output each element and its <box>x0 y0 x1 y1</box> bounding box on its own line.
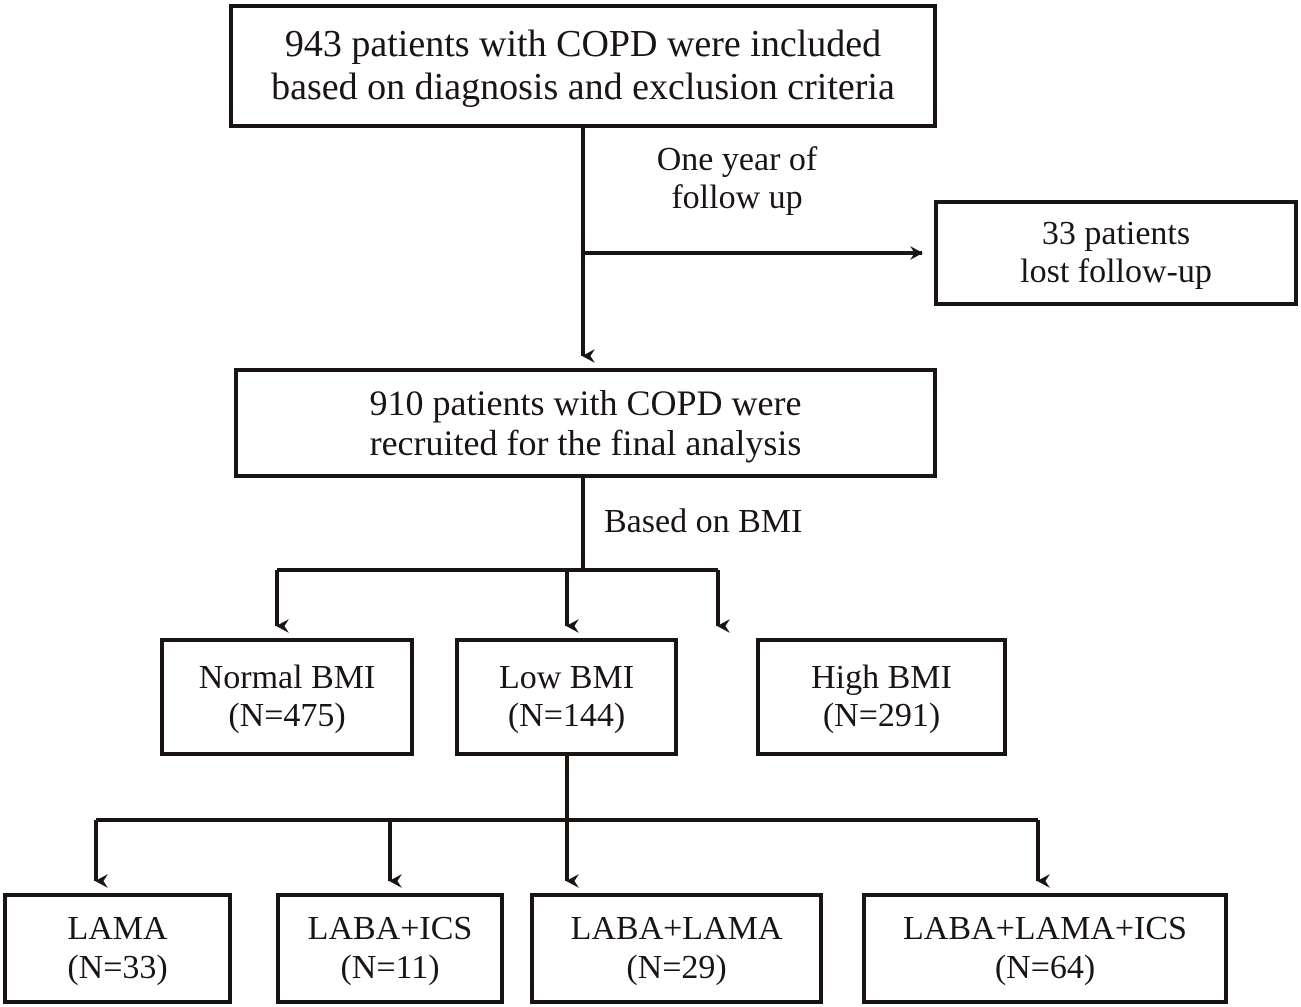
high-bmi-count: (N=291) <box>822 697 941 734</box>
lost-line-1: 33 patients <box>1041 214 1191 252</box>
based-on-bmi-edge-label: Based on BMI <box>604 503 884 541</box>
laba-lama-ics-box: LABA+LAMA+ICS (N=64) <box>862 893 1228 1004</box>
based-on-bmi-text: Based on BMI <box>604 503 803 540</box>
low-bmi-box: Low BMI (N=144) <box>455 638 678 756</box>
followup-label-line-1: One year of <box>656 141 818 178</box>
included-line-2: based on diagnosis and exclusion criteri… <box>271 66 895 108</box>
lost-followup-box: 33 patients lost follow-up <box>934 200 1298 306</box>
low-bmi-count: (N=144) <box>507 697 626 734</box>
included-patients-box: 943 patients with COPD were included bas… <box>229 4 937 128</box>
laba-lama-label: LABA+LAMA <box>570 910 783 948</box>
laba-lama-count: (N=29) <box>626 948 727 986</box>
recruited-line-2: recruited for the final analysis <box>369 423 802 463</box>
lost-line-2: lost follow-up <box>1020 253 1212 290</box>
recruited-line-1: 910 patients with COPD were <box>369 382 802 423</box>
normal-bmi-label: Normal BMI <box>198 658 376 696</box>
lama-label: LAMA <box>67 910 168 948</box>
followup-label-line-2: follow up <box>671 179 803 217</box>
laba-ics-label: LABA+ICS <box>307 910 473 948</box>
laba-ics-count: (N=11) <box>340 948 440 986</box>
followup-edge-label: One year of follow up <box>612 141 862 217</box>
lama-count: (N=33) <box>67 948 168 986</box>
laba-lama-ics-label: LABA+LAMA+ICS <box>903 910 1187 948</box>
lama-box: LAMA (N=33) <box>3 893 232 1004</box>
normal-bmi-box: Normal BMI (N=475) <box>160 638 414 756</box>
recruited-patients-box: 910 patients with COPD were recruited fo… <box>234 368 937 478</box>
laba-lama-box: LABA+LAMA (N=29) <box>530 893 823 1004</box>
high-bmi-box: High BMI (N=291) <box>756 638 1007 756</box>
included-line-1: 943 patients with COPD were included <box>284 23 882 66</box>
laba-lama-ics-count: (N=64) <box>994 948 1096 986</box>
normal-bmi-count: (N=475) <box>228 697 346 734</box>
laba-ics-box: LABA+ICS (N=11) <box>276 893 504 1004</box>
high-bmi-label: High BMI <box>811 658 952 696</box>
low-bmi-label: Low BMI <box>498 658 635 696</box>
